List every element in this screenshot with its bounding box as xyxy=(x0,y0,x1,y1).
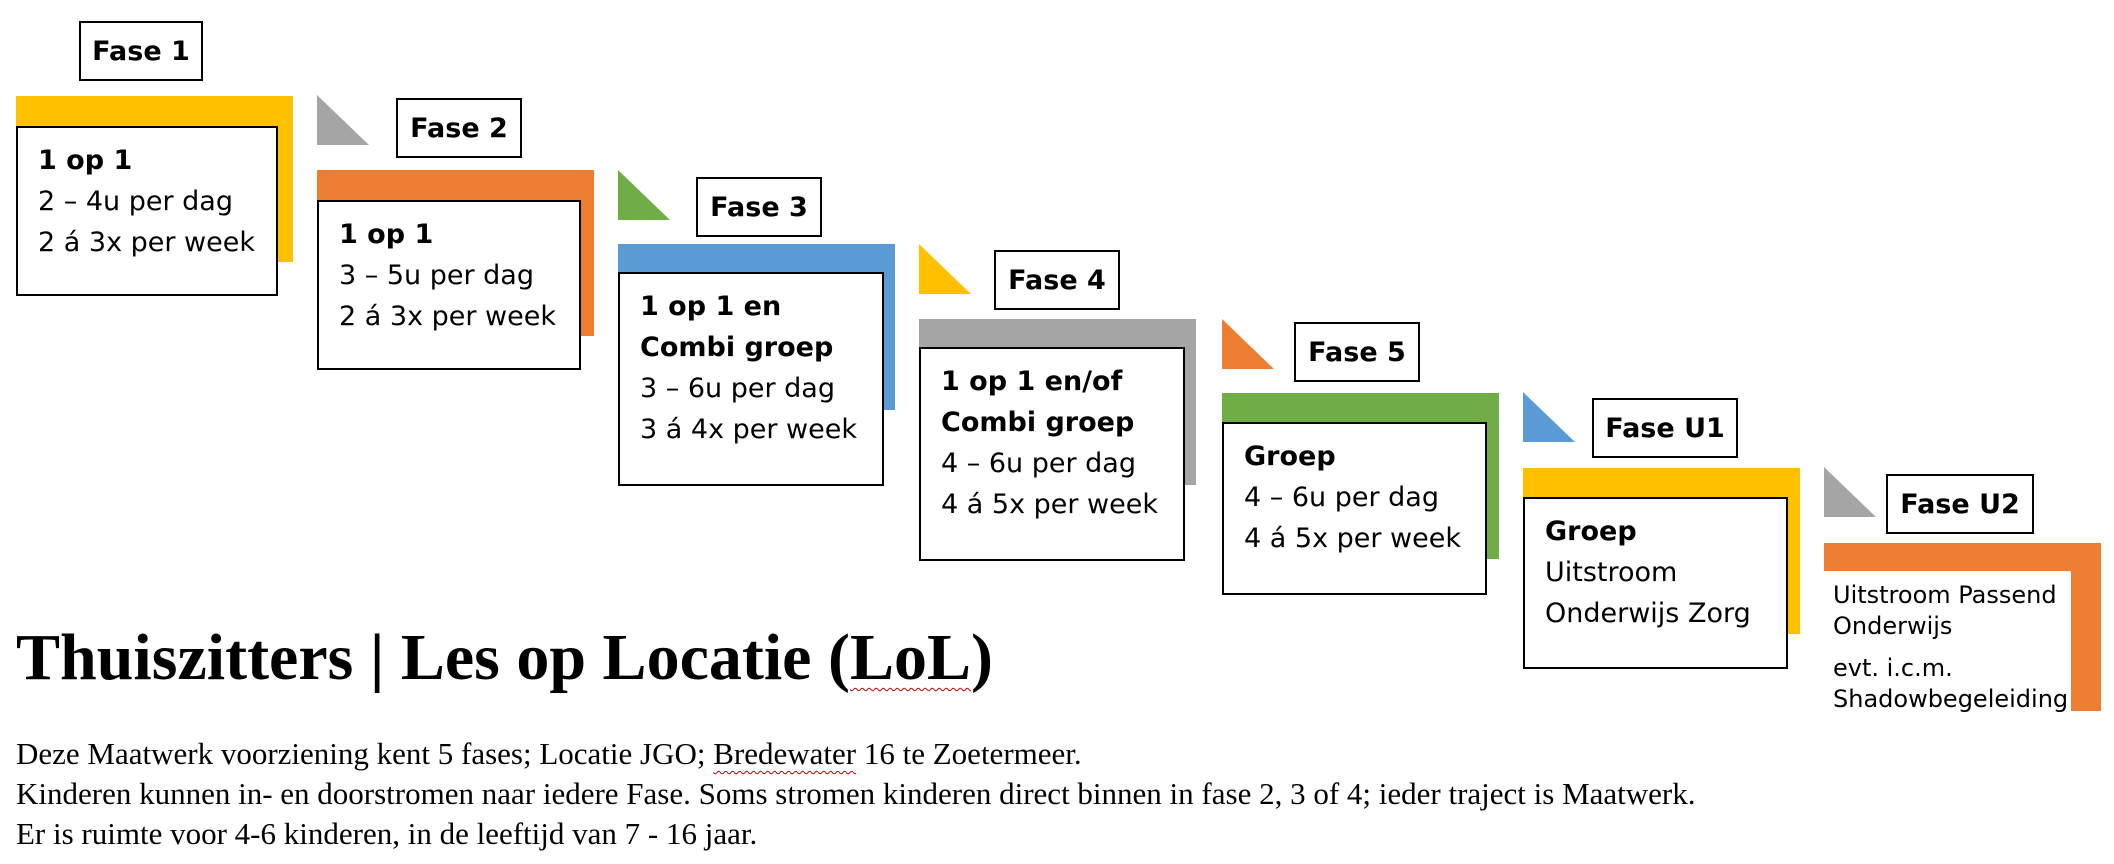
phase-1-label: Fase 1 xyxy=(79,21,203,81)
phase-3-line1: 1 op 1 en xyxy=(640,291,782,322)
arrow-triangle-5 xyxy=(1523,392,1575,442)
phase-u2-line2: evt. i.c.m. xyxy=(1833,654,1953,682)
phase-u2-line1: Uitstroom Passend xyxy=(1833,581,2057,609)
phase-u2-inner-panel xyxy=(1824,571,2071,711)
phase-1-card: 1 op 1 2 – 4u per dag 2 á 3x per week xyxy=(16,126,278,296)
phase-3-line3: 3 á 4x per week xyxy=(640,414,858,445)
arrow-triangle-2 xyxy=(618,170,670,220)
phase-4-line3: 4 á 5x per week xyxy=(941,489,1159,520)
phase-u1-card: Groep Uitstroom Onderwijs Zorg xyxy=(1523,497,1788,669)
phase-2-label: Fase 2 xyxy=(396,98,522,158)
phase-u1-line3: Onderwijs Zorg xyxy=(1545,598,1751,629)
phase-3-card: 1 op 1 en Combi groep 3 – 6u per dag 3 á… xyxy=(618,272,884,486)
phase-u2-line3: Shadowbegeleiding xyxy=(1833,685,2069,713)
description: Deze Maatwerk voorziening kent 5 fases; … xyxy=(16,734,1696,854)
phase-u1-label: Fase U1 xyxy=(1592,398,1738,458)
page-title: Thuiszitters | Les op Locatie (LoL) xyxy=(16,618,993,698)
arrow-triangle-4 xyxy=(1222,319,1274,369)
arrow-triangle-3 xyxy=(919,244,971,294)
title-part3: ) xyxy=(971,621,993,694)
phase-2-line1: 1 op 1 xyxy=(339,219,434,250)
phase-5-line2: 4 – 6u per dag xyxy=(1244,482,1439,513)
phase-4-card: 1 op 1 en/of Combi groep 4 – 6u per dag … xyxy=(919,347,1185,561)
phase-3-line2: 3 – 6u per dag xyxy=(640,373,835,404)
phase-u1-line2: Uitstroom xyxy=(1545,557,1678,588)
phase-2-line3: 2 á 3x per week xyxy=(339,301,557,332)
phase-5-line1: Groep xyxy=(1244,441,1336,472)
phase-1-line1: 1 op 1 xyxy=(38,145,133,176)
phase-u2-label: Fase U2 xyxy=(1886,474,2034,534)
phase-u2-line1b: Onderwijs xyxy=(1833,612,1953,640)
phase-2-card: 1 op 1 3 – 5u per dag 2 á 3x per week xyxy=(317,200,581,370)
phase-5-label: Fase 5 xyxy=(1294,322,1420,382)
description-line2: Kinderen kunnen in- en doorstromen naar … xyxy=(16,776,1696,811)
phase-1-line3: 2 á 3x per week xyxy=(38,227,256,258)
description-line1: Deze Maatwerk voorziening kent 5 fases; … xyxy=(16,734,1696,774)
arrow-triangle-1 xyxy=(317,95,369,145)
phase-5-card: Groep 4 – 6u per dag 4 á 5x per week xyxy=(1222,422,1487,595)
phase-4-line2: 4 – 6u per dag xyxy=(941,448,1136,479)
phase-4-label: Fase 4 xyxy=(994,250,1120,310)
phase-2-line2: 3 – 5u per dag xyxy=(339,260,534,291)
description-line1-c: 16 te Zoetermeer. xyxy=(856,736,1082,771)
description-line3: Er is ruimte voor 4-6 kinderen, in de le… xyxy=(16,816,758,851)
phase-3-label: Fase 3 xyxy=(696,177,822,237)
phase-1-line2: 2 – 4u per dag xyxy=(38,186,233,217)
phase-5-line3: 4 á 5x per week xyxy=(1244,523,1462,554)
title-part1: Thuiszitters | Les op Locatie ( xyxy=(16,621,850,694)
description-line1-b: Bredewater xyxy=(713,736,857,771)
arrow-triangle-6 xyxy=(1824,467,1876,517)
title-part2: LoL xyxy=(849,621,972,694)
description-line1-a: Deze Maatwerk voorziening kent 5 fases; … xyxy=(16,736,714,771)
phase-3-line1b: Combi groep xyxy=(640,332,834,363)
phase-4-line1: 1 op 1 en/of xyxy=(941,366,1123,397)
phase-4-line1b: Combi groep xyxy=(941,407,1135,438)
phase-u1-line1: Groep xyxy=(1545,516,1637,547)
